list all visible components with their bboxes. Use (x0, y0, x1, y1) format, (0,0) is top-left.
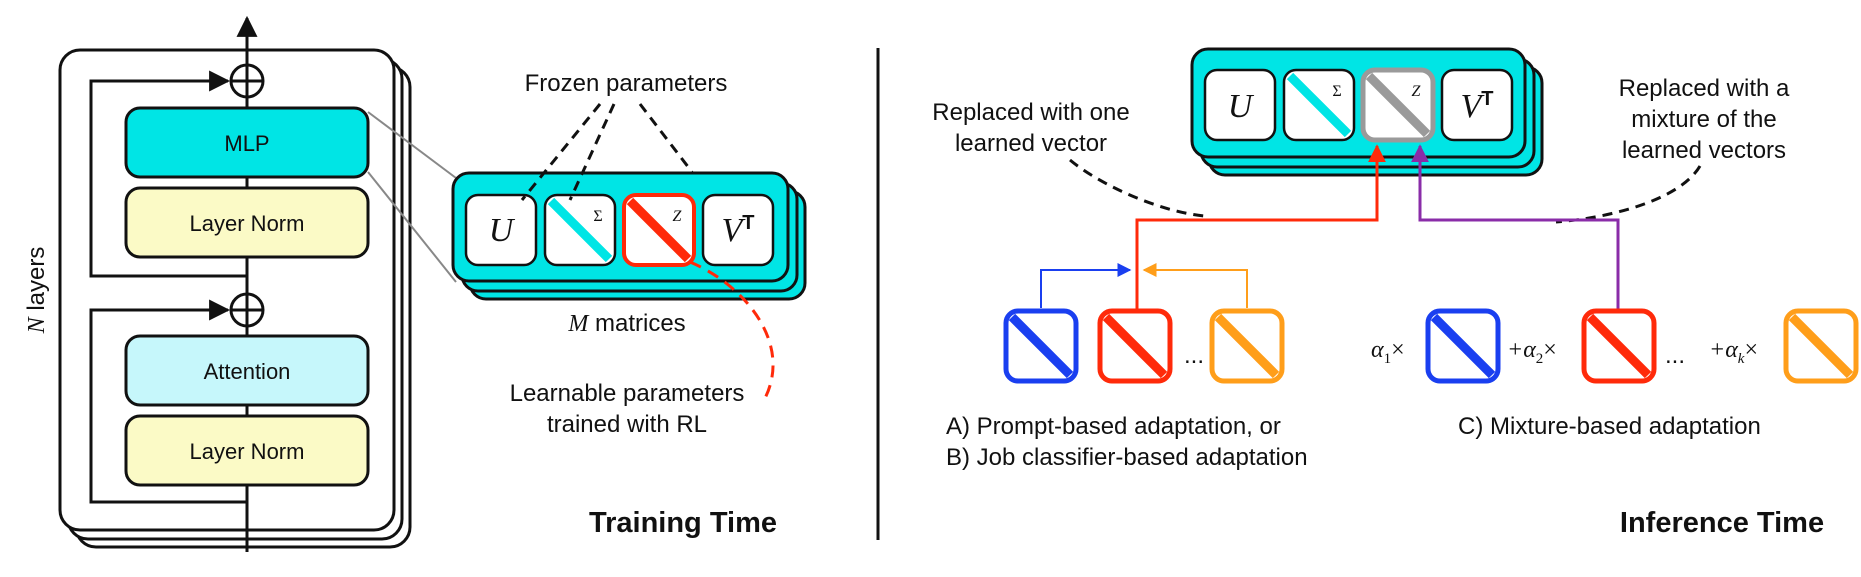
svg-text:Σ: Σ (1332, 83, 1341, 100)
replaced-mixture-label: Replaced with a (1619, 75, 1790, 102)
frozen-pointer-lines (520, 103, 694, 201)
ellipsis-left: ... (1184, 342, 1204, 369)
z-matrix-placeholder: Z (1360, 67, 1436, 143)
caption-classifier-based: B) Job classifier-based adaptation (946, 444, 1308, 471)
attention-label: Attention (204, 359, 291, 384)
mixture-vector-blue (1425, 308, 1501, 384)
learnable-parameters-label-2: trained with RL (547, 411, 707, 438)
training-time-title: Training Time (589, 507, 777, 539)
sigma-matrix-inference: Σ (1282, 68, 1356, 142)
learned-vector-orange (1209, 308, 1285, 384)
learned-vector-blue (1003, 308, 1079, 384)
residual-connection-bottom (89, 299, 247, 504)
selected-vector-path (1135, 144, 1386, 310)
layer-norm-top-block: Layer Norm (124, 186, 370, 259)
sigma-matrix: Σ (543, 193, 617, 267)
mixture-vector-orange (1783, 308, 1859, 384)
learned-vector-red (1097, 308, 1173, 384)
alphak-coefficient: +αk× (1709, 337, 1758, 367)
layer-norm-top-label: Layer Norm (190, 211, 305, 236)
v-transpose-matrix-inference: VT (1440, 68, 1514, 142)
replaced-mixture-label-3: learned vectors (1622, 137, 1786, 164)
mixture-vector-red (1581, 308, 1657, 384)
caption-prompt-based: A) Prompt-based adaptation, or (946, 413, 1281, 440)
residual-connection-top (89, 70, 247, 278)
attention-block: Attention (124, 334, 370, 407)
layer-norm-bottom-label: Layer Norm (190, 439, 305, 464)
zoom-line (367, 111, 457, 179)
n-layers-label: N layers (23, 247, 50, 335)
layer-norm-bottom-block: Layer Norm (124, 414, 370, 487)
residual-add-icon (229, 292, 265, 328)
orange-vector-arrow (1142, 263, 1248, 308)
replaced-mixture-label-2: mixture of the (1631, 106, 1776, 133)
blue-vector-arrow (1040, 263, 1132, 308)
ellipsis-right: ... (1665, 342, 1685, 369)
replaced-one-label-2: learned vector (955, 130, 1107, 157)
mlp-block: MLP (124, 106, 370, 179)
zoom-line (367, 171, 457, 283)
mixture-vector-path (1411, 144, 1620, 310)
replaced-one-label: Replaced with one (932, 99, 1129, 126)
alpha1-coefficient: α1× (1371, 337, 1405, 367)
m-matrices-label: M matrices (567, 310, 685, 337)
inference-time-title: Inference Time (1620, 507, 1824, 539)
z-matrix-learnable: Z (622, 193, 696, 267)
svg-text:Z: Z (673, 208, 683, 225)
replaced-one-pointer (1069, 158, 1206, 218)
replaced-mixture-pointer (1555, 165, 1702, 224)
residual-add-icon (229, 63, 265, 99)
learnable-pointer-line (689, 260, 775, 403)
svg-text:U: U (1228, 88, 1255, 125)
svg-text:U: U (489, 212, 516, 249)
svg-text:Σ: Σ (593, 208, 602, 225)
v-transpose-matrix: VT (701, 193, 775, 267)
caption-mixture-based: C) Mixture-based adaptation (1458, 413, 1761, 440)
svg-text:Z: Z (1412, 83, 1422, 100)
u-matrix-inference: U (1203, 68, 1277, 142)
frozen-parameters-label: Frozen parameters (525, 70, 728, 97)
u-matrix: U (464, 193, 538, 267)
learnable-parameters-label: Learnable parameters (510, 380, 745, 407)
mlp-label: MLP (224, 131, 269, 156)
alpha2-coefficient: +α2× (1507, 337, 1557, 367)
